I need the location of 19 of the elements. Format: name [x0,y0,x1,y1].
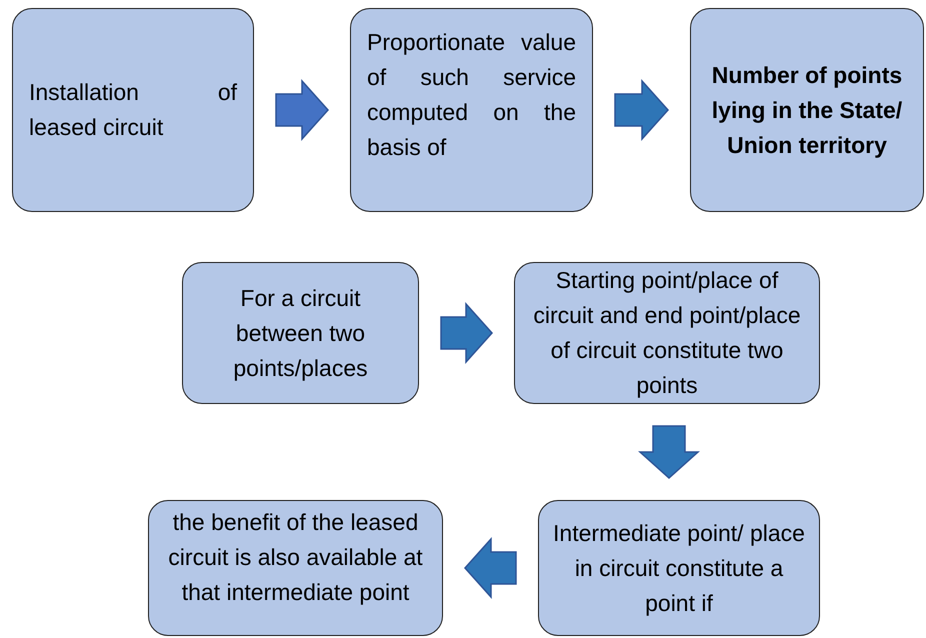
process-box [538,500,820,636]
box-text: Proportionate value of such service computed on the basis of [367,28,576,162]
box-text: the benefit of the leased circuit is also available at that intermediate point [167,508,424,607]
block-arrow [275,79,329,141]
process-box [690,8,924,212]
box-text: Starting point/place of circuit and end point/place of circuit constitute two points [532,266,802,400]
process-box [182,262,419,404]
process-box [148,500,443,636]
block-arrow [440,302,493,364]
process-box [12,8,254,212]
box-text: Installation of leased circuit [29,78,237,142]
block-arrow [464,537,517,599]
block-arrow [638,425,700,479]
process-box [350,8,593,212]
box-text: Intermediate point/ place in circuit constitute a point if [552,518,806,618]
box-text: Number of points lying in the State/ Union territory [710,60,904,160]
process-box [514,262,820,404]
block-arrow [614,79,669,141]
box-text: For a circuit between two points/places [232,284,369,383]
